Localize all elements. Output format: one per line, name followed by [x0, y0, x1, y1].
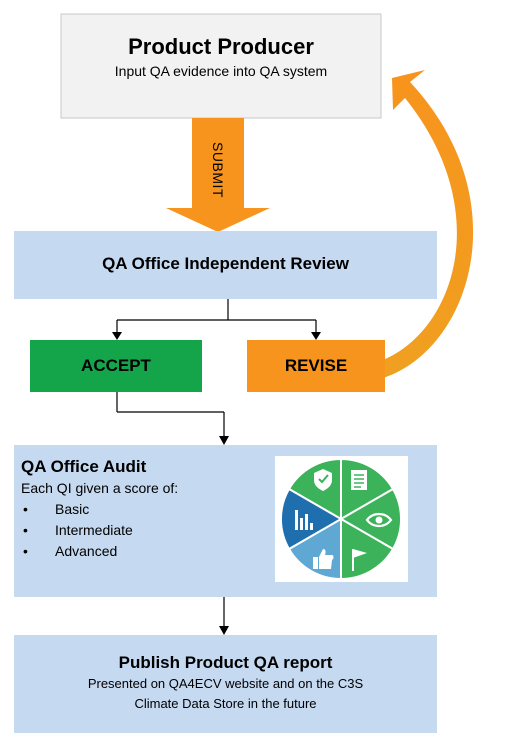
review-box — [14, 231, 437, 299]
producer-subtitle: Input QA evidence into QA system — [114, 63, 328, 79]
publish-title: Publish Product QA report — [118, 653, 333, 672]
audit-text: QA Office Audit Each QI given a score of… — [21, 456, 271, 562]
eye-icon — [365, 512, 393, 528]
publish-line-1: Presented on QA4ECV website and on the C… — [87, 676, 364, 691]
audit-level-label: Advanced — [55, 543, 118, 559]
arrowhead-publish — [219, 626, 229, 635]
producer-text: Product Producer Input QA evidence into … — [61, 34, 381, 82]
audit-level-item: • Basic — [21, 499, 271, 520]
wheel-segment-eye — [338, 487, 403, 551]
flag-icon — [352, 549, 367, 571]
document-icon — [351, 470, 367, 490]
producer-title: Product Producer — [128, 34, 314, 59]
audit-level-item: • Advanced — [21, 541, 271, 562]
wheel-segment-chart — [279, 487, 344, 551]
publish-box — [14, 635, 437, 733]
audit-title: QA Office Audit — [21, 457, 147, 476]
bar-chart-icon — [295, 510, 313, 530]
bullet: • — [23, 522, 28, 538]
submit-label: SUBMIT — [210, 142, 226, 198]
revise-box — [247, 340, 385, 392]
qa-wheel-logo — [279, 457, 403, 581]
review-split-connector — [116, 299, 317, 334]
audit-level-label: Basic — [55, 501, 90, 517]
publish-text: Publish Product QA report Presented on Q… — [14, 652, 437, 714]
arrowhead-accept — [112, 332, 122, 340]
audit-subtitle: Each QI given a score of: — [21, 480, 179, 496]
audit-level-label: Intermediate — [55, 522, 133, 538]
producer-box — [60, 13, 382, 119]
publish-line-2: Climate Data Store in the future — [134, 696, 317, 711]
accept-box — [30, 340, 202, 392]
bullet: • — [23, 543, 28, 559]
review-title: QA Office Independent Review — [102, 254, 349, 273]
arrowhead-revise — [311, 332, 321, 340]
accept-to-audit-connector — [116, 392, 225, 438]
arrowhead-audit — [219, 436, 229, 445]
audit-level-item: • Intermediate — [21, 520, 271, 541]
bullet: • — [23, 501, 28, 517]
thumbs-up-icon — [313, 549, 334, 569]
submit-arrow — [166, 118, 270, 232]
shield-check-icon — [314, 469, 332, 491]
revise-loop-arrow — [383, 70, 474, 378]
accept-label: ACCEPT — [81, 356, 151, 375]
revise-label: REVISE — [284, 356, 348, 375]
